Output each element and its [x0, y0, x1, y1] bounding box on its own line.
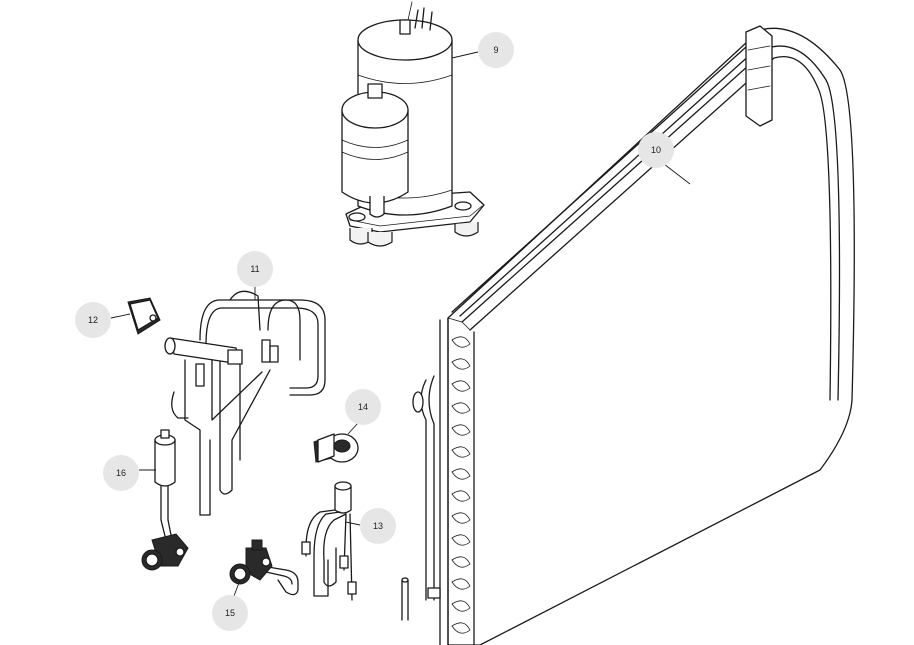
callout-14: 14 — [345, 389, 381, 425]
leader-line-10 — [663, 163, 691, 185]
callout-10: 10 — [638, 132, 674, 168]
callout-9-label: 9 — [493, 45, 498, 55]
leader-line-15 — [233, 579, 241, 597]
callout-14-label: 14 — [358, 402, 368, 412]
coil-block-part — [127, 297, 161, 335]
callout-16-label: 16 — [116, 468, 126, 478]
callout-9: 9 — [478, 32, 514, 68]
callout-16: 16 — [103, 455, 139, 491]
compressor-part — [341, 1, 485, 247]
callout-11: 11 — [237, 251, 273, 287]
callout-12-label: 12 — [88, 315, 98, 325]
callout-15: 15 — [212, 595, 248, 631]
condenser-coil-part — [401, 25, 855, 645]
leader-line-12 — [110, 313, 131, 319]
callout-13-label: 13 — [373, 521, 383, 531]
service-valve-part — [229, 539, 299, 596]
callout-12: 12 — [75, 302, 111, 338]
callout-10-label: 10 — [651, 145, 661, 155]
pipe-assembly-part — [164, 290, 326, 516]
capillary-assembly-part — [301, 481, 357, 601]
callout-15-label: 15 — [225, 608, 235, 618]
filter-valve-part — [141, 429, 189, 571]
leader-line-9 — [451, 51, 479, 59]
callout-11-label: 11 — [250, 264, 259, 274]
hairpin-bends — [451, 336, 471, 634]
callout-13: 13 — [360, 508, 396, 544]
solenoid-coil-part — [313, 433, 359, 463]
leader-line-14 — [347, 422, 359, 435]
leader-line-13 — [345, 521, 361, 526]
